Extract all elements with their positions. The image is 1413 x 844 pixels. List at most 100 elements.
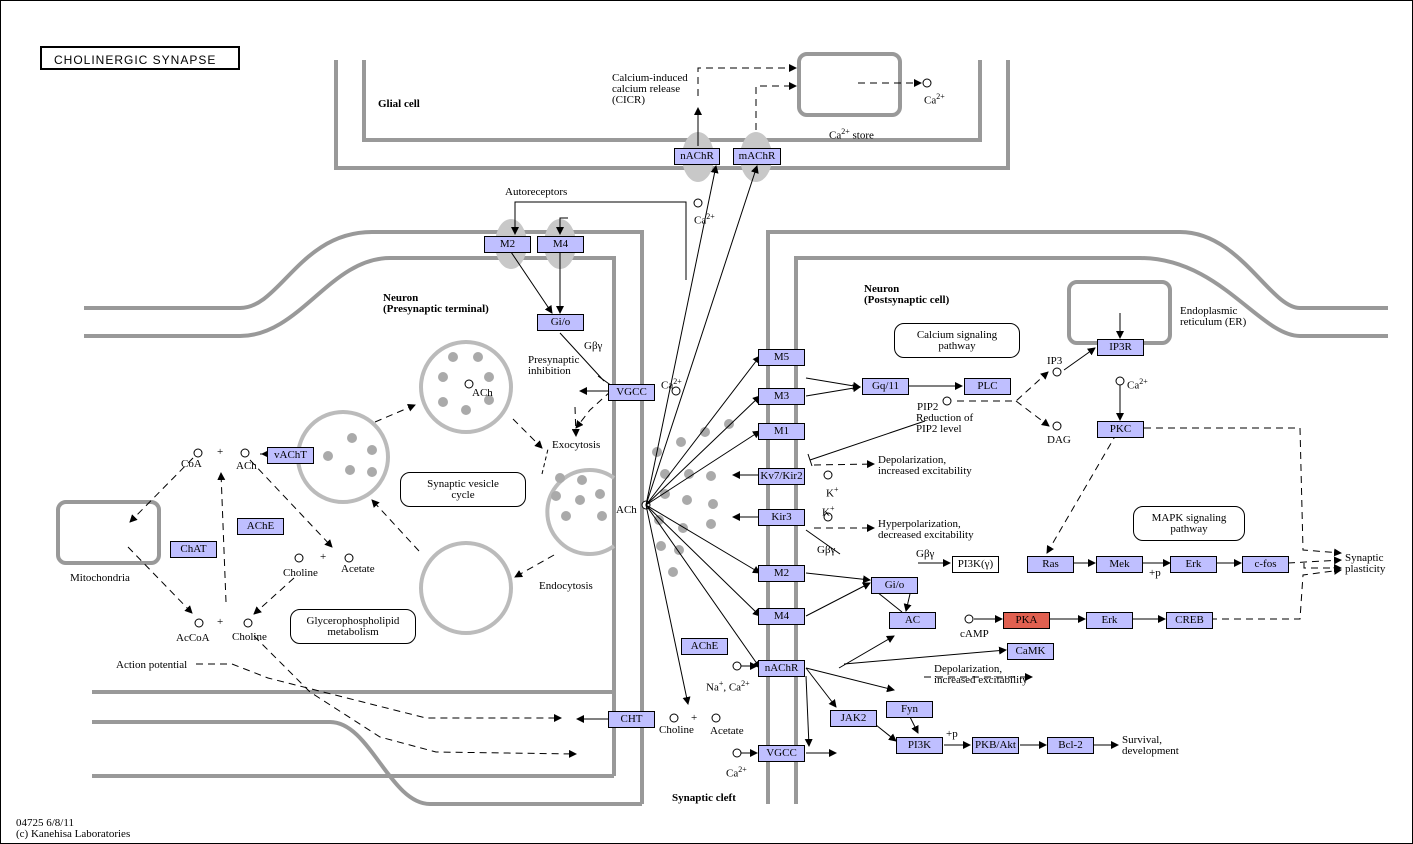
reduction-label-1: Reduction of <box>916 412 974 424</box>
gene-pka[interactable]: PKA <box>1003 612 1050 629</box>
coa-label: CoA <box>181 458 202 470</box>
gene-m5[interactable]: M5 <box>758 349 805 366</box>
acoa-label: AcCoA <box>176 632 210 644</box>
synaptic-plasticity-1: Synaptic <box>1345 552 1384 564</box>
plus-4: + <box>691 712 698 724</box>
map-calcium-signaling[interactable]: Calcium signaling pathway <box>894 323 1020 358</box>
map-glycerophospholipid[interactable]: Glycerophospholipid metabolism <box>290 609 416 644</box>
gene-m4-post[interactable]: M4 <box>758 608 805 625</box>
gene-m4-pre[interactable]: M4 <box>537 236 584 253</box>
choline-label-1: Choline <box>283 567 318 579</box>
gene-ache-cleft[interactable]: AChE <box>681 638 728 655</box>
k-label-2: K+ <box>822 503 834 519</box>
gene-machr[interactable]: mAChR <box>733 148 781 165</box>
ca-sup: 2+ <box>741 679 750 688</box>
ca-sup: 2+ <box>738 765 747 774</box>
gby-post-label: Gβγ <box>817 544 836 556</box>
gene-pkb-akt[interactable]: PKB/Akt <box>972 737 1019 754</box>
ip3-label: IP3 <box>1047 355 1063 367</box>
gene-fyn[interactable]: Fyn <box>886 701 933 718</box>
glial-membrane <box>334 60 1010 170</box>
gene-kv7-kir2[interactable]: Kv7/Kir2 <box>758 468 805 485</box>
gene-vgcc-pre[interactable]: VGCC <box>608 384 655 401</box>
depolarization-2a: Depolarization, <box>934 663 1003 675</box>
na-ca-label: Na+, Ca2+ <box>706 679 750 694</box>
depolarization-1b: increased excitability <box>878 465 972 477</box>
gene-pi3k[interactable]: PI3K <box>896 737 943 754</box>
gene-cfos[interactable]: c-fos <box>1242 556 1289 573</box>
gene-ip3r[interactable]: IP3R <box>1097 339 1144 356</box>
gene-erk-1[interactable]: Erk <box>1170 556 1217 573</box>
map-mapk-line2: pathway <box>1170 522 1208 535</box>
map-mapk-signaling[interactable]: MAPK signaling pathway <box>1133 506 1245 541</box>
acetate-label-1: Acetate <box>341 563 375 575</box>
ca-store-sup: 2+ <box>841 127 850 136</box>
gene-nachr-post[interactable]: nAChR <box>758 660 805 677</box>
ca-label-vgcc-post: Ca2+ <box>726 764 747 780</box>
glial-cell-label: Glial cell <box>378 98 420 110</box>
choline-label-2: Choline <box>232 631 267 643</box>
gene-m3[interactable]: M3 <box>758 388 805 405</box>
footer-copyright: (c) Kanehisa Laboratories <box>16 828 131 840</box>
action-potential-label: Action potential <box>116 659 188 671</box>
gene-mek[interactable]: Mek <box>1096 556 1143 573</box>
gene-camk[interactable]: CaMK <box>1007 643 1054 660</box>
gene-gio-pre[interactable]: Gi/o <box>537 314 584 331</box>
survival-label-2: development <box>1122 745 1179 757</box>
postsynaptic-neuron-subtitle: (Postsynaptic cell) <box>864 294 950 306</box>
ca-text: Ca <box>728 681 742 694</box>
gene-nachr-glial[interactable]: nAChR <box>674 148 720 165</box>
gene-gq11[interactable]: Gq/11 <box>862 378 909 395</box>
synaptic-cleft-label: Synaptic cleft <box>672 792 736 804</box>
ca-text: Ca <box>1127 379 1140 392</box>
gene-pkc[interactable]: PKC <box>1097 421 1144 438</box>
gene-vgcc-post[interactable]: VGCC <box>758 745 805 762</box>
gene-bcl2[interactable]: Bcl-2 <box>1047 737 1094 754</box>
er-label-1: Endoplasmic <box>1180 305 1238 317</box>
gene-pi3k-gamma[interactable]: PI3K(γ) <box>952 556 999 573</box>
gene-ac[interactable]: AC <box>889 612 936 629</box>
dashed-arrows <box>127 64 1342 758</box>
gby-post-label-2: Gβγ <box>916 548 935 560</box>
ca-sup: 2+ <box>673 377 682 386</box>
cicr-label-1: Calcium-induced <box>612 72 688 84</box>
gene-m2-post[interactable]: M2 <box>758 565 805 582</box>
k-sup: + <box>833 485 839 494</box>
ach-vesicle-label: ACh <box>472 387 493 399</box>
gene-ache-left[interactable]: AChE <box>237 518 284 535</box>
gene-erk-2[interactable]: Erk <box>1086 612 1133 629</box>
hyperpolarization-1: Hyperpolarization, <box>878 518 961 530</box>
gene-gio-post[interactable]: Gi/o <box>871 577 918 594</box>
gene-ras[interactable]: Ras <box>1027 556 1074 573</box>
gene-jak2[interactable]: JAK2 <box>830 710 877 727</box>
postsynaptic-membrane <box>766 230 1388 804</box>
gene-cht[interactable]: CHT <box>608 711 655 728</box>
ca-label-er: Ca2+ <box>1127 376 1148 392</box>
ca-sup: 2+ <box>936 92 945 101</box>
vesicles <box>296 340 616 635</box>
gene-creb[interactable]: CREB <box>1166 612 1213 629</box>
depolarization-2b: increased excitability <box>934 674 1028 686</box>
map-synaptic-vesicle-cycle[interactable]: Synaptic vesicle cycle <box>400 472 526 507</box>
ca-store-word: store <box>852 129 874 142</box>
pip2-label: PIP2 <box>917 401 939 413</box>
gby-pre-label: Gβγ <box>584 340 603 352</box>
mitochondria-label: Mitochondria <box>70 572 130 584</box>
compound-circles <box>193 78 1125 758</box>
gene-vacht[interactable]: vAChT <box>267 447 314 464</box>
gene-plc[interactable]: PLC <box>964 378 1011 395</box>
ach-pre-label: ACh <box>236 460 257 472</box>
gene-m2-pre[interactable]: M2 <box>484 236 531 253</box>
gene-kir3[interactable]: Kir3 <box>758 509 805 526</box>
ca-text: Ca <box>726 767 739 780</box>
gene-m1[interactable]: M1 <box>758 423 805 440</box>
gene-chat[interactable]: ChAT <box>170 541 217 558</box>
reduction-label-2: PIP2 level <box>916 423 962 435</box>
na-sup: + <box>718 679 724 688</box>
k-text: K <box>826 487 834 500</box>
ach-cleft-label: ACh <box>616 504 637 516</box>
ca-text: Ca <box>661 379 674 392</box>
presynaptic-membrane <box>84 230 644 806</box>
footer: 04725 6/8/11 (c) Kanehisa Laboratories <box>16 818 130 840</box>
